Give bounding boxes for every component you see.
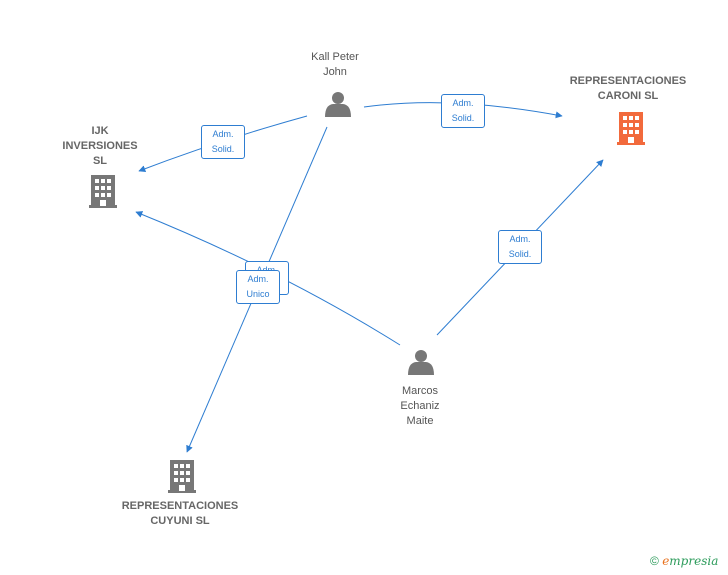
person-label-marcos[interactable]: Marcos Echaniz Maite — [370, 384, 470, 429]
brand-watermark: © empresia — [650, 554, 718, 568]
building-icon[interactable] — [168, 460, 196, 493]
label-line: CARONI SL — [597, 90, 659, 102]
role-text: Solid. — [211, 144, 235, 154]
label-line: INVERSIONES — [62, 140, 138, 152]
label-line: REPRESENTACIONES — [569, 75, 687, 87]
company-label-caroni[interactable]: REPRESENTACIONES CARONI SL — [548, 74, 708, 104]
label-line: IJK — [91, 125, 109, 137]
role-text: Unico — [246, 289, 270, 299]
label-line: Maite — [406, 415, 434, 427]
label-line: Marcos — [401, 385, 439, 397]
company-label-ijk[interactable]: IJK INVERSIONES SL — [50, 124, 150, 169]
label-line: CUYUNI SL — [150, 515, 210, 527]
label-line: Kall Peter — [311, 51, 359, 63]
label-line: REPRESENTACIONES — [121, 500, 239, 512]
edge-label-kall-ijk[interactable]: Adm. Solid. — [201, 125, 245, 159]
role-text: Adm. — [452, 98, 474, 108]
label-line: SL — [92, 155, 108, 167]
building-icon[interactable] — [89, 175, 117, 208]
edge-label-kall-caroni[interactable]: Adm. Solid. — [441, 94, 485, 128]
edge-label-marcos-caroni[interactable]: Adm. Solid. — [498, 230, 542, 264]
label-line: Echaniz — [400, 400, 440, 412]
role-text: Solid. — [508, 249, 532, 259]
label-line: John — [323, 66, 347, 78]
person-icon[interactable] — [408, 350, 434, 375]
role-text: Adm. — [509, 234, 531, 244]
role-text: Adm. — [247, 274, 269, 284]
brand-logo-e: e — [662, 554, 670, 568]
person-icon[interactable] — [325, 92, 351, 117]
role-text: Adm. — [212, 129, 234, 139]
company-label-cuyuni[interactable]: REPRESENTACIONES CUYUNI SL — [100, 499, 260, 529]
edge-label-kall-cuyuni[interactable]: Adm. Unico — [236, 270, 280, 304]
person-label-kall[interactable]: Kall Peter John — [285, 50, 385, 80]
building-icon[interactable] — [617, 112, 645, 145]
role-text: Solid. — [451, 113, 475, 123]
brand-name: mpresia — [669, 554, 719, 568]
copyright-icon: © — [650, 554, 659, 568]
